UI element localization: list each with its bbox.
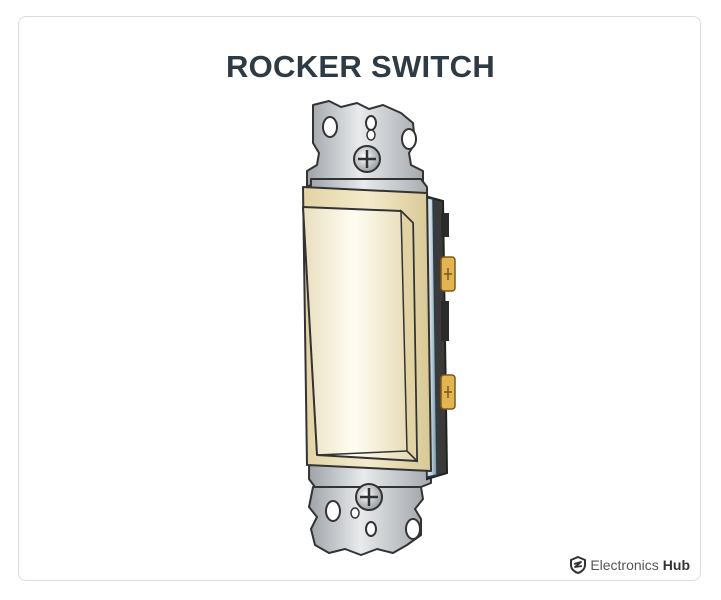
mounting-hole-icon xyxy=(350,507,360,519)
bottom-mounting-strap xyxy=(308,483,424,556)
rocker-paddle xyxy=(302,206,418,463)
electronicshub-logo-icon xyxy=(570,556,587,574)
mounting-hole-icon xyxy=(365,115,377,131)
terminal-screw-icon xyxy=(440,256,456,292)
mounting-hole-icon xyxy=(405,518,421,540)
page-title: ROCKER SWITCH xyxy=(225,49,496,84)
bottom-screw-icon xyxy=(355,483,383,511)
brand-name-bold: Hub xyxy=(662,557,690,573)
mounting-hole-icon xyxy=(325,500,341,522)
content-card: ROCKER SWITCH xyxy=(18,16,701,581)
mounting-hole-icon xyxy=(365,521,377,537)
mounting-hole-icon xyxy=(366,129,376,141)
mounting-hole-icon xyxy=(401,128,417,150)
mounting-hole-icon xyxy=(322,116,338,138)
terminal-screw-icon xyxy=(440,374,456,410)
rocker-switch-illustration xyxy=(302,100,456,556)
top-mounting-strap xyxy=(306,100,424,188)
brand-logo: Electronics Hub xyxy=(570,556,690,574)
top-screw-icon xyxy=(353,145,381,173)
brand-name: Electronics xyxy=(590,557,659,573)
